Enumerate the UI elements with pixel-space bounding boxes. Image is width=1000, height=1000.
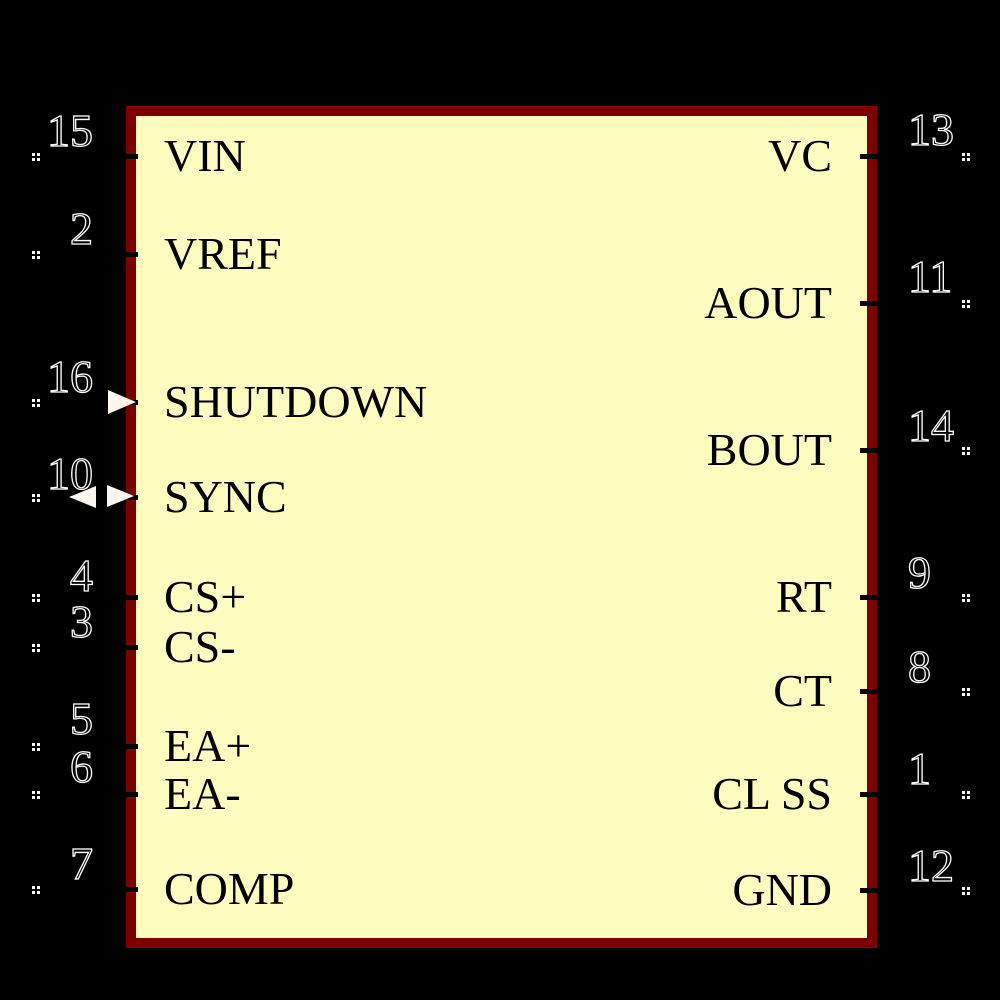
pin-endpoint-marker	[32, 594, 35, 597]
pin-stub	[120, 645, 138, 650]
pin-stub	[120, 252, 138, 257]
pin-name-bout: BOUT	[706, 424, 832, 475]
pin-name-shutdown: SHUTDOWN	[164, 376, 428, 427]
pin-endpoint-marker	[962, 887, 965, 890]
pin-endpoint-marker	[962, 300, 965, 303]
bidirectional-arrow-right-icon	[107, 485, 134, 507]
pin-endpoint-marker	[32, 251, 35, 254]
pin-name-aout: AOUT	[704, 277, 832, 328]
pin-stub	[120, 154, 138, 159]
pin-number-1: 1	[907, 743, 931, 794]
pin-stub	[860, 689, 878, 694]
pin-number-9: 9	[907, 547, 931, 598]
pin-stub	[860, 595, 878, 600]
pin-stub	[860, 301, 878, 306]
pin-stub	[120, 887, 138, 892]
pin-endpoint-marker	[32, 644, 35, 647]
pin-number-8: 8	[907, 641, 931, 692]
pin-number-4: 4	[69, 550, 93, 601]
pin-stub	[860, 888, 878, 893]
pin-number-2: 2	[69, 203, 93, 254]
pin-name-ea: EA-	[164, 768, 241, 819]
pin-name-ct: CT	[773, 665, 832, 716]
pin-name-comp: COMP	[164, 863, 295, 914]
pin-endpoint-marker	[32, 494, 35, 497]
pin-endpoint-marker	[962, 594, 965, 597]
pin-number-12: 12	[907, 840, 954, 891]
pin-name-cs: CS+	[164, 571, 247, 622]
pin-stub	[120, 595, 138, 600]
pin-name-cs: CS-	[164, 621, 236, 672]
pin-number-7: 7	[69, 838, 93, 889]
pin-number-11: 11	[907, 251, 953, 302]
pin-endpoint-marker	[962, 153, 965, 156]
pin-name-vref: VREF	[164, 228, 282, 279]
pin-name-clss: CL SS	[712, 768, 832, 819]
pin-name-vin: VIN	[164, 130, 246, 181]
pin-endpoint-marker	[32, 399, 35, 402]
pin-stub	[860, 448, 878, 453]
pin-endpoint-marker	[32, 743, 35, 746]
bidirectional-arrow-left-icon	[69, 486, 96, 508]
pin-endpoint-marker	[962, 688, 965, 691]
pin-endpoint-marker	[962, 447, 965, 450]
pin-endpoint-marker	[32, 153, 35, 156]
pin-name-vc: VC	[768, 130, 832, 181]
pin-number-6: 6	[69, 741, 93, 792]
pin-stub	[860, 154, 878, 159]
pin-stub	[120, 792, 138, 797]
pin-stub	[120, 744, 138, 749]
pin-name-ea: EA+	[164, 720, 252, 771]
pin-endpoint-marker	[962, 791, 965, 794]
input-arrow-icon	[108, 390, 136, 414]
pin-number-5: 5	[69, 693, 93, 744]
pin-number-13: 13	[907, 104, 954, 155]
pin-name-sync: SYNC	[164, 471, 287, 522]
pin-number-16: 16	[46, 351, 93, 402]
pin-number-3: 3	[69, 596, 93, 647]
pin-number-14: 14	[907, 400, 954, 451]
pin-endpoint-marker	[32, 791, 35, 794]
pin-name-gnd: GND	[732, 864, 832, 915]
chip-body	[126, 106, 877, 948]
pin-endpoint-marker	[32, 886, 35, 889]
pin-name-rt: RT	[775, 571, 832, 622]
pin-number-15: 15	[46, 105, 93, 156]
pin-stub	[860, 792, 878, 797]
